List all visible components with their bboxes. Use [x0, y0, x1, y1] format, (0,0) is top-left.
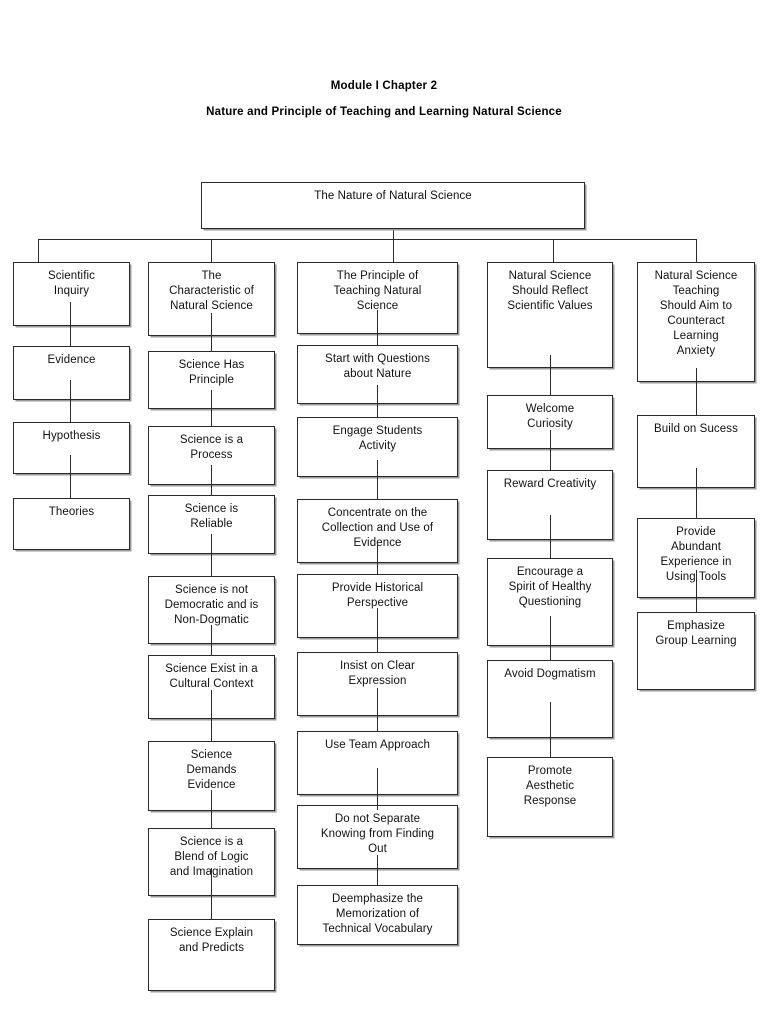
edge-c2-7	[211, 790, 212, 828]
edge-root-down	[393, 229, 394, 239]
edge-c2-6	[211, 690, 212, 741]
edge-c4-1	[550, 355, 551, 395]
edge-c2-4	[211, 534, 212, 576]
edge-bus-drop-4	[553, 239, 554, 262]
node-evidence[interactable]: Evidence	[13, 346, 130, 400]
edge-c1-2	[70, 380, 71, 422]
edge-c2-3	[211, 465, 212, 495]
edge-c3-3	[377, 460, 378, 499]
edge-c3-2	[377, 385, 378, 417]
node-science-explain-and-predicts[interactable]: Science Explain and Predicts	[148, 919, 275, 991]
node-promote-aesthetic-response[interactable]: Promote Aesthetic Response	[487, 757, 613, 837]
node-theories[interactable]: Theories	[13, 498, 130, 550]
node-emphasize-group-learning[interactable]: Emphasize Group Learning	[637, 612, 755, 690]
node-avoid-dogmatism[interactable]: Avoid Dogmatism	[487, 660, 613, 738]
node-concentrate-on-collection-and-use-of-evidence[interactable]: Concentrate on the Collection and Use of…	[297, 499, 458, 563]
node-hypothesis[interactable]: Hypothesis	[13, 422, 130, 474]
page-title: Module I Chapter 2	[330, 80, 438, 92]
edge-c5-2	[696, 468, 697, 518]
edge-c3-5	[377, 608, 378, 652]
edge-c4-4	[550, 616, 551, 660]
edge-c4-5	[550, 702, 551, 757]
edge-c1-3	[70, 455, 71, 498]
edge-c2-1	[211, 313, 212, 351]
edge-c5-3	[696, 570, 697, 612]
edge-c5-1	[696, 368, 697, 415]
edge-c3-6	[377, 688, 378, 731]
node-root-label: The Nature of Natural Science	[314, 190, 472, 202]
edge-c2-2	[211, 390, 212, 426]
edge-bus-horizontal	[38, 239, 696, 240]
edge-bus-drop-1	[38, 239, 39, 262]
edge-c4-2	[550, 430, 551, 470]
page-subtitle: Nature and Principle of Teaching and Lea…	[206, 106, 562, 118]
node-natural-science-should-reflect-scientific-values[interactable]: Natural Science Should Reflect Scientifi…	[487, 262, 613, 368]
node-scientific-inquiry[interactable]: Scientific Inquiry	[13, 262, 130, 326]
edge-c1-1	[70, 302, 71, 346]
node-counteract-learning-anxiety[interactable]: Natural Science Teaching Should Aim to C…	[637, 262, 755, 382]
edge-c3-8	[377, 855, 378, 885]
node-root[interactable]: The Nature of Natural Science	[201, 182, 585, 229]
edge-c3-7	[377, 768, 378, 810]
edge-c2-8	[211, 868, 212, 919]
node-deemphasize-memorization-of-technical-vocabulary[interactable]: Deemphasize the Memorization of Technica…	[297, 885, 458, 945]
edge-c4-3	[550, 515, 551, 558]
edge-c3-1	[377, 310, 378, 345]
node-provide-historical-perspective[interactable]: Provide Historical Perspective	[297, 574, 458, 638]
edge-c3-4	[377, 545, 378, 574]
edge-bus-drop-2	[211, 239, 212, 262]
node-start-with-questions-about-nature[interactable]: Start with Questions about Nature	[297, 345, 458, 404]
edge-bus-drop-3	[393, 239, 394, 262]
edge-bus-drop-5	[696, 239, 697, 262]
edge-c2-5	[211, 625, 212, 655]
